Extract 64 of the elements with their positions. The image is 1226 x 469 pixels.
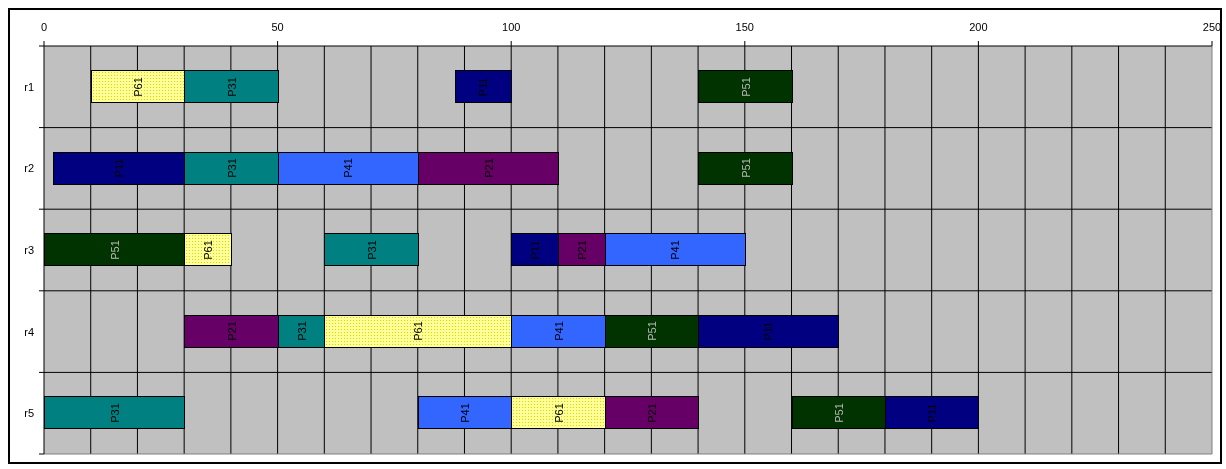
task-label: P21 <box>482 158 495 178</box>
task-label: P31 <box>225 76 238 97</box>
task-label: P21 <box>645 403 658 423</box>
task-bar <box>184 314 279 348</box>
task-label: P11 <box>762 321 775 341</box>
tick-label: 200 <box>969 21 988 33</box>
task-label: P21 <box>575 239 588 260</box>
task-bar <box>511 396 606 430</box>
tick-label: 50 <box>271 21 284 33</box>
task-label: P21 <box>225 321 238 342</box>
row-label: r1 <box>24 80 34 93</box>
row-label: r4 <box>24 325 34 338</box>
task-label: P51 <box>739 76 752 97</box>
task-bar <box>417 396 513 430</box>
task-label: P61 <box>552 403 565 423</box>
task-label: P41 <box>458 403 471 423</box>
task-label: P51 <box>739 158 752 178</box>
task-bar <box>44 233 186 267</box>
task-bar <box>511 314 606 348</box>
task-bar <box>53 151 186 185</box>
task-bar <box>184 70 279 103</box>
task-bar <box>417 151 559 185</box>
task-bar <box>604 396 700 430</box>
task-label: P31 <box>365 239 378 260</box>
task-label: P41 <box>342 158 355 178</box>
task-bar <box>511 233 559 267</box>
task-label: P51 <box>832 403 845 423</box>
tick-label: 100 <box>502 21 521 33</box>
task-label: P11 <box>113 158 126 178</box>
task-bar <box>791 396 886 430</box>
task-label: P31 <box>295 321 308 342</box>
task-bar <box>604 233 746 267</box>
task-bar <box>884 396 980 430</box>
task-label: P41 <box>669 239 682 260</box>
task-label: P31 <box>225 158 238 178</box>
task-label: P11 <box>926 403 939 423</box>
task-bar <box>277 151 419 185</box>
row-label: r3 <box>24 244 34 256</box>
task-label: P51 <box>108 239 121 260</box>
task-label: P61 <box>412 321 425 342</box>
row-label: r2 <box>24 162 34 175</box>
row-label: r5 <box>24 407 34 420</box>
task-bar <box>698 151 793 185</box>
task-label: P41 <box>552 321 565 342</box>
task-bar <box>557 233 606 267</box>
task-label: P31 <box>108 403 121 423</box>
task-label: P11 <box>529 240 542 260</box>
task-bar <box>324 314 513 348</box>
task-label: P61 <box>202 239 214 260</box>
task-bar <box>277 314 326 348</box>
task-bar <box>455 70 513 103</box>
task-bar <box>698 314 840 348</box>
task-bar <box>90 70 186 103</box>
task-bar <box>698 70 793 103</box>
task-bar <box>184 151 279 185</box>
task-label: P11 <box>477 77 490 96</box>
tick-label: 150 <box>735 21 754 33</box>
task-bar <box>604 314 700 348</box>
task-label: P61 <box>131 76 144 97</box>
task-bar <box>44 396 186 430</box>
task-bar <box>184 233 232 267</box>
task-label: P51 <box>645 321 658 342</box>
task-bar <box>324 233 419 267</box>
tick-label: 0 <box>40 21 48 33</box>
